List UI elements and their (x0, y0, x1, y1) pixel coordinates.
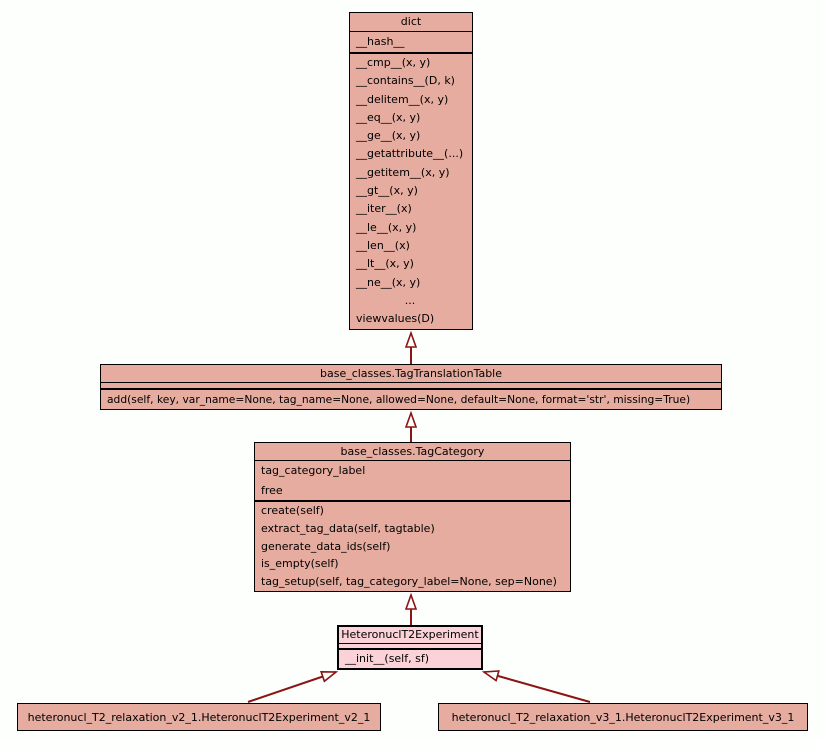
method: is_empty(self) (261, 557, 339, 571)
attributes-compartment: tag_category_label free (255, 461, 570, 502)
methods-compartment: create(self) extract_tag_data(self, tagt… (255, 502, 570, 591)
method: extract_tag_data(self, tagtable) (261, 521, 435, 535)
methods-compartment: add(self, key, var_name=None, tag_name=N… (101, 390, 721, 409)
attribute: free (261, 483, 283, 497)
method: __contains__(D, k) (356, 74, 455, 88)
class-title: heteronucl_T2_relaxation_v3_1.Heteronucl… (451, 710, 795, 724)
method: __iter__(x) (356, 202, 412, 216)
method: __gt__(x, y) (356, 184, 418, 198)
method: create(self) (261, 504, 324, 517)
method: viewvalues(D) (356, 312, 435, 326)
methods-compartment: __init__(self, sf) (339, 650, 481, 668)
attribute: tag_category_label (261, 464, 366, 477)
method: tag_setup(self, tag_category_label=None,… (261, 575, 557, 589)
class-box-experiment-v3-1[interactable]: heteronucl_T2_relaxation_v3_1.Heteronucl… (438, 703, 808, 731)
method: add(self, key, var_name=None, tag_name=N… (107, 393, 691, 406)
class-box-dict[interactable]: dict __hash__ __cmp__(x, y) __contains__… (349, 12, 473, 330)
attributes-compartment: __hash__ (350, 32, 472, 54)
method-ellipsis: ... (404, 293, 416, 307)
class-box-heteronuclt2experiment[interactable]: HeteronuclT2Experiment __init__(self, sf… (337, 625, 483, 670)
class-title: dict (350, 13, 472, 32)
class-title: base_classes.TagCategory (255, 443, 570, 461)
method: __getitem__(x, y) (356, 165, 450, 179)
method: __cmp__(x, y) (356, 56, 431, 69)
method: __init__(self, sf) (345, 652, 430, 665)
class-box-experiment-v2-1[interactable]: heteronucl_T2_relaxation_v2_1.Heteronucl… (17, 703, 381, 731)
method: __ge__(x, y) (356, 129, 421, 143)
class-box-tagtranslationtable[interactable]: base_classes.TagTranslationTable add(sel… (100, 364, 722, 410)
class-title: heteronucl_T2_relaxation_v2_1.Heteronucl… (27, 710, 371, 724)
attributes-compartment (101, 383, 721, 390)
method: __lt__(x, y) (356, 257, 414, 271)
method: __delitem__(x, y) (356, 92, 449, 106)
inheritance-arrow-v3-to-experiment (484, 672, 591, 703)
inheritance-arrow-v2-to-experiment (247, 672, 336, 703)
attributes-compartment (339, 644, 481, 650)
method: __le__(x, y) (356, 220, 417, 234)
method: __ne__(x, y) (356, 275, 421, 289)
methods-compartment: __cmp__(x, y) __contains__(D, k) __delit… (350, 54, 472, 328)
class-box-tagcategory[interactable]: base_classes.TagCategory tag_category_la… (254, 442, 571, 592)
method: generate_data_ids(self) (261, 539, 391, 553)
method: __eq__(x, y) (356, 110, 421, 124)
attribute: __hash__ (356, 35, 405, 48)
method: __len__(x) (356, 238, 410, 252)
class-title: HeteronuclT2Experiment (339, 627, 481, 644)
class-title: base_classes.TagTranslationTable (101, 365, 721, 383)
method: __getattribute__(...) (356, 147, 464, 161)
